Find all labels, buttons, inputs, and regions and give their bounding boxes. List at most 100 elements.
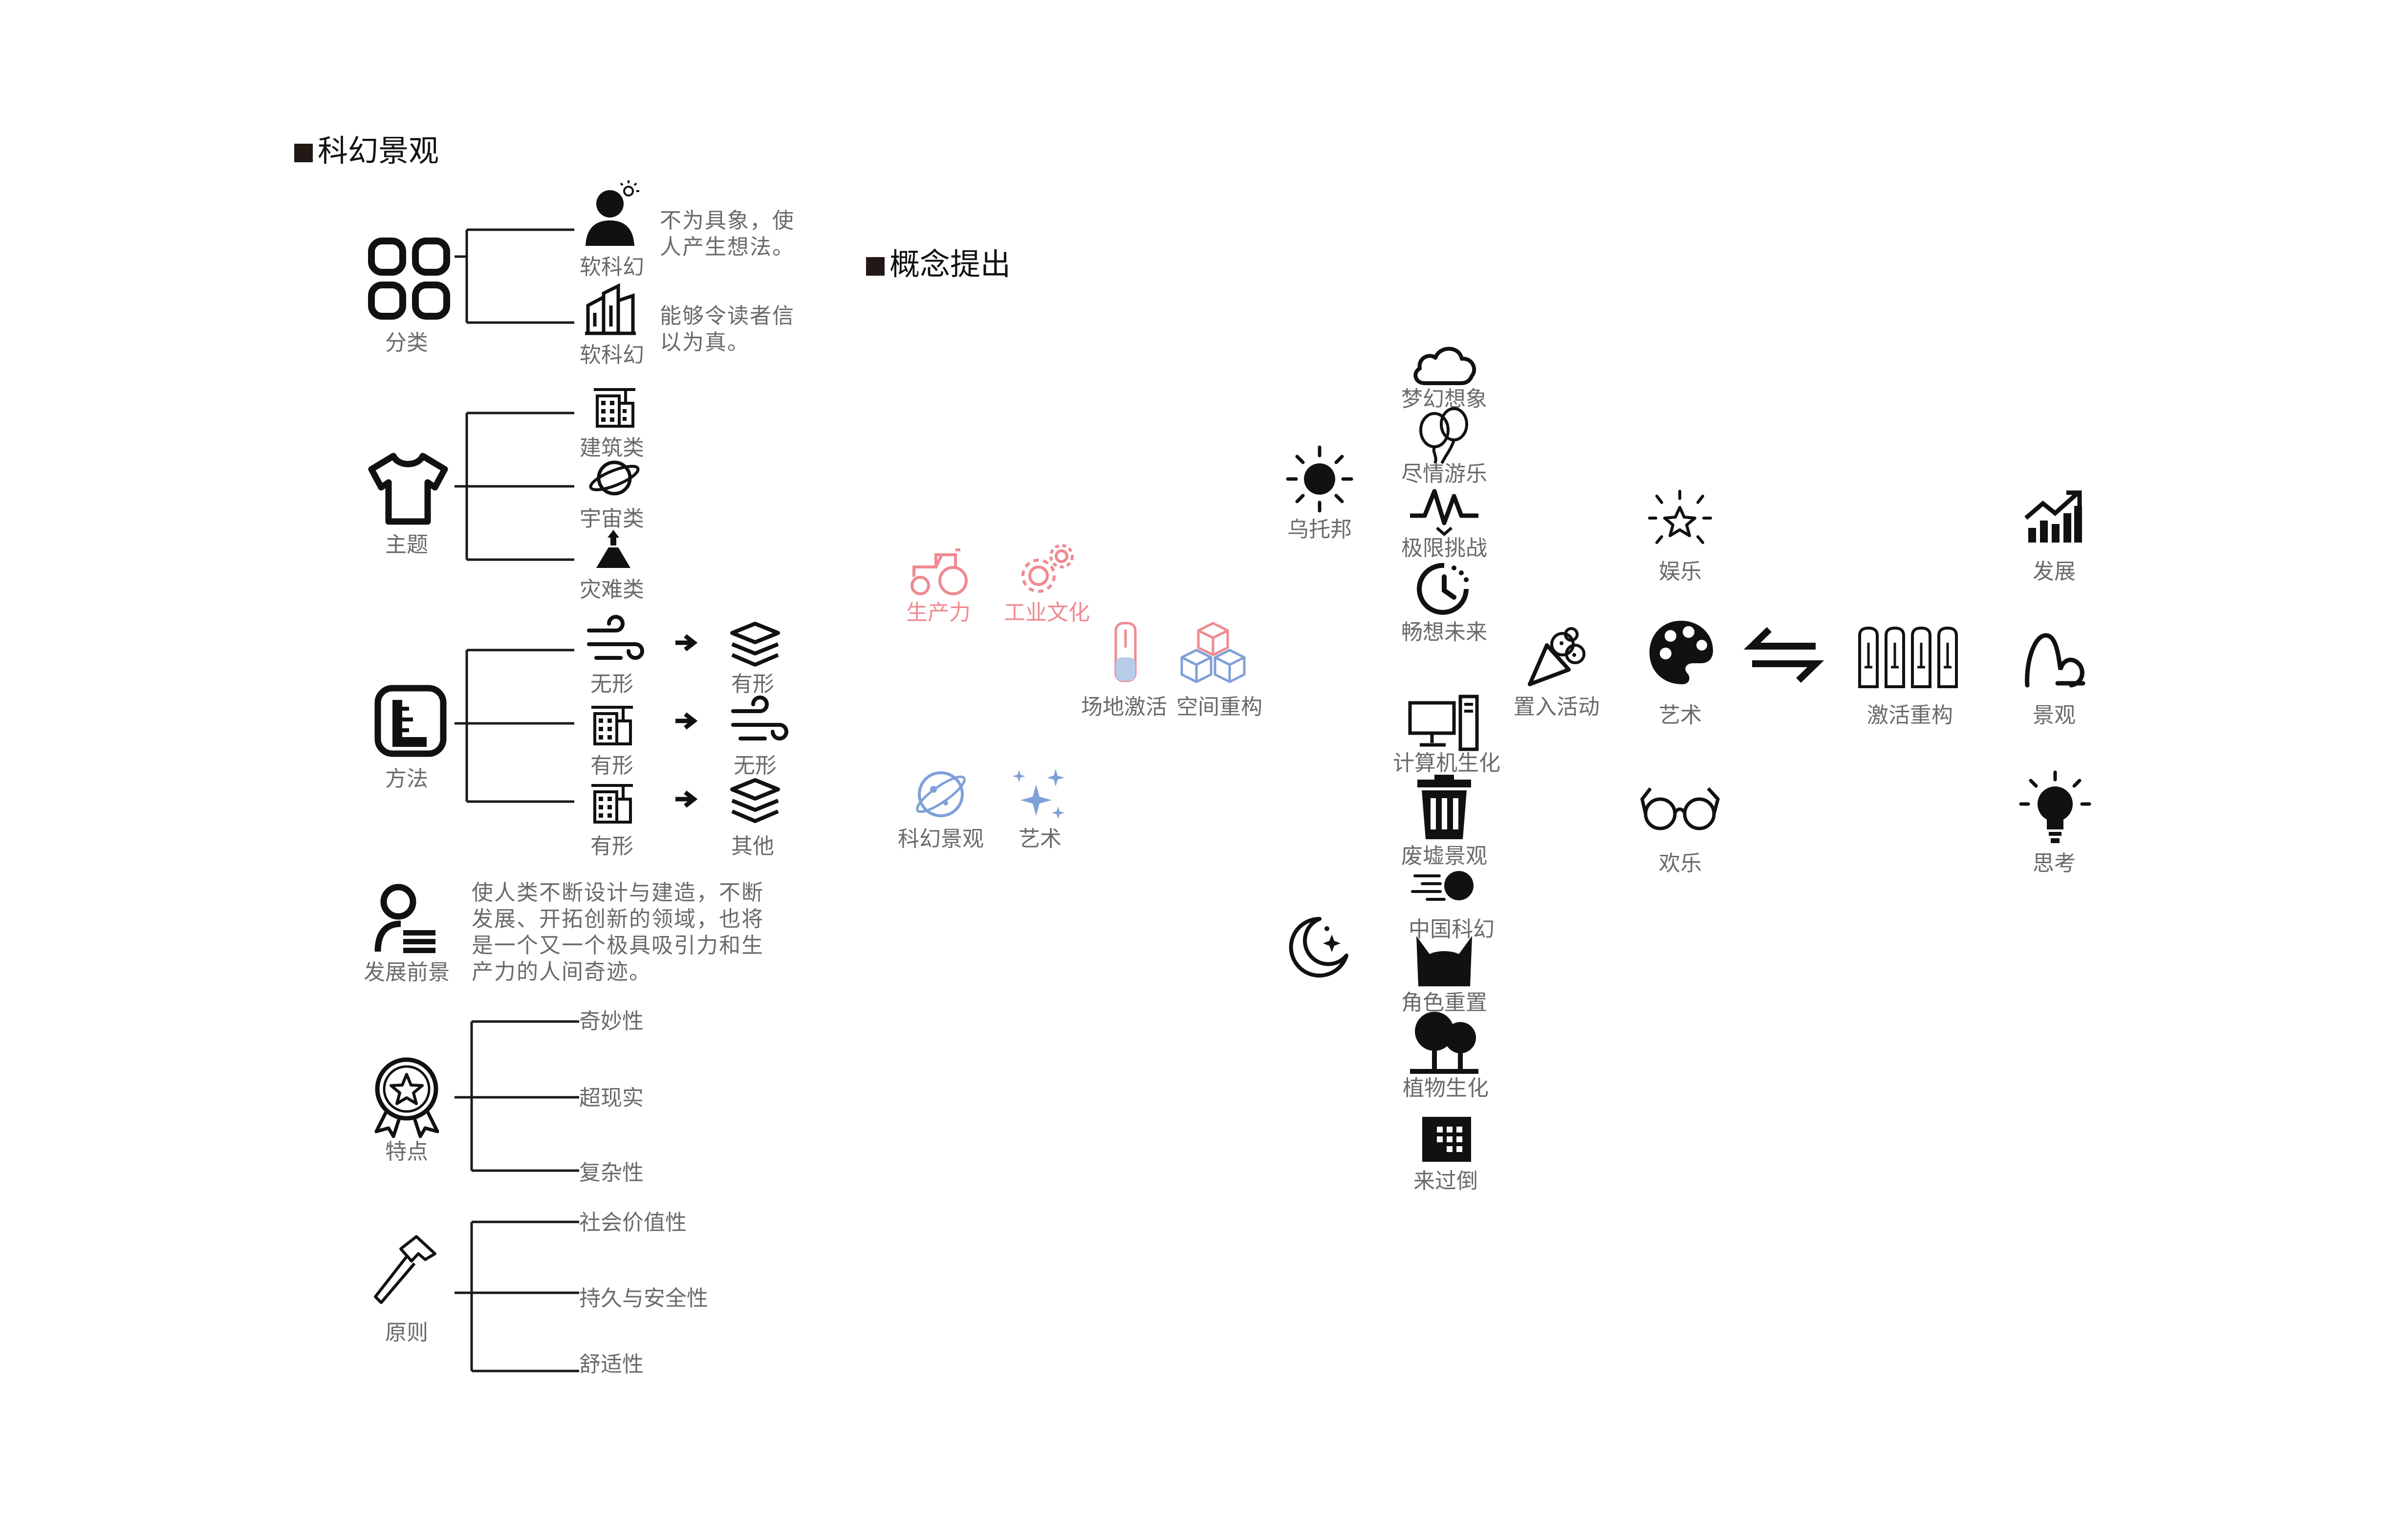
sparkles-icon bbox=[1013, 769, 1064, 819]
feature-item-1: 奇妙性 bbox=[579, 1009, 644, 1034]
space-rebuild-label: 空间重构 bbox=[1176, 695, 1262, 719]
gears-icon bbox=[1021, 544, 1074, 593]
moai-statues-icon bbox=[1858, 626, 1958, 688]
principle-item-1: 社会价值性 bbox=[579, 1210, 687, 1235]
tshirt-icon bbox=[368, 453, 448, 525]
building-crane-icon bbox=[594, 388, 635, 428]
class-item-label-2: 软科幻 bbox=[580, 343, 644, 368]
arrow-right-icon bbox=[675, 790, 698, 808]
palette-icon bbox=[1649, 621, 1713, 684]
thinking-label: 思考 bbox=[2033, 851, 2076, 876]
computer-icon bbox=[1408, 695, 1479, 751]
arrow-right-icon bbox=[675, 712, 698, 730]
grid-icon bbox=[368, 238, 450, 320]
layers-icon bbox=[730, 778, 780, 823]
method-to-1: 有形 bbox=[731, 672, 774, 696]
night-item-4: 角色重置 bbox=[1401, 990, 1487, 1015]
activation-rebuild-label: 激活重构 bbox=[1867, 703, 1953, 728]
buildings-icon bbox=[585, 283, 636, 335]
battery-icon bbox=[1114, 622, 1137, 682]
comet-icon bbox=[1411, 871, 1474, 901]
clock-future-icon bbox=[1417, 563, 1469, 615]
planet-icon bbox=[589, 460, 640, 496]
section-heading-concept: 概念提出 bbox=[866, 249, 1011, 280]
trash-icon bbox=[1417, 775, 1471, 839]
art-concept-label: 艺术 bbox=[1019, 827, 1062, 851]
night-item-1: 计算机生化 bbox=[1393, 751, 1500, 776]
ruler-icon bbox=[374, 685, 447, 757]
entertainment-label: 娱乐 bbox=[1659, 559, 1702, 584]
chart-up-icon bbox=[2024, 490, 2082, 543]
day-item-1: 梦幻想象 bbox=[1401, 387, 1487, 412]
principle-item-2: 持久与安全性 bbox=[579, 1286, 708, 1311]
method-to-2: 无形 bbox=[734, 753, 777, 778]
tractor-icon bbox=[911, 548, 968, 595]
art-right-label: 艺术 bbox=[1659, 703, 1702, 728]
arrow-right-icon bbox=[675, 634, 698, 652]
method-label: 方法 bbox=[385, 766, 428, 791]
user-list-icon bbox=[374, 884, 435, 953]
balloons-icon bbox=[1419, 407, 1468, 464]
class-item-desc-1: 不为具象，使人产生想法。 bbox=[660, 208, 795, 260]
night-item-6: 来过倒 bbox=[1413, 1169, 1478, 1194]
prospect-text: 使人类不断设计与建造，不断发展、开拓创新的领域，也将是一个又一个极具吸引力和生产… bbox=[472, 880, 764, 984]
industry-label: 工业文化 bbox=[1004, 600, 1090, 625]
sun-icon bbox=[1286, 445, 1353, 513]
theme-item-label-1: 建筑类 bbox=[580, 435, 644, 460]
theme-label: 主题 bbox=[385, 532, 428, 557]
night-item-2: 废墟景观 bbox=[1401, 844, 1487, 869]
building-crane-icon bbox=[591, 706, 633, 745]
features-label: 特点 bbox=[385, 1139, 428, 1164]
swap-arrows-icon bbox=[1743, 627, 1824, 683]
night-item-5: 植物生化 bbox=[1403, 1076, 1489, 1101]
person-idea-icon bbox=[586, 180, 639, 246]
theme-item-label-2: 宇宙类 bbox=[580, 506, 644, 531]
prospect-label: 发展前景 bbox=[364, 960, 450, 985]
star-badge-icon bbox=[374, 1057, 439, 1138]
method-to-3: 其他 bbox=[731, 834, 774, 859]
feature-item-3: 复杂性 bbox=[579, 1160, 644, 1185]
ice-cream-icon bbox=[1528, 627, 1585, 686]
site-activation-label: 场地激活 bbox=[1081, 695, 1167, 719]
glasses-icon bbox=[1640, 787, 1720, 830]
cubes-icon bbox=[1180, 622, 1246, 683]
building-grid-icon bbox=[1422, 1117, 1471, 1162]
landscape-right-label: 景观 bbox=[2033, 703, 2076, 728]
class-item-desc-2: 能够令读者信以为真。 bbox=[660, 304, 795, 355]
utopia-label: 乌托邦 bbox=[1287, 517, 1352, 542]
hammer-icon bbox=[374, 1235, 436, 1304]
section-heading-scifi: 科幻景观 bbox=[294, 136, 439, 166]
day-item-4: 畅想未来 bbox=[1401, 620, 1487, 645]
building-crane-icon bbox=[591, 784, 633, 824]
day-item-2: 尽情游乐 bbox=[1401, 461, 1487, 486]
fireworks-star-icon bbox=[1648, 490, 1712, 544]
helmet-icon bbox=[1416, 936, 1472, 986]
trees-icon bbox=[1410, 1012, 1478, 1074]
planet-icon bbox=[916, 771, 966, 817]
productivity-label: 生产力 bbox=[906, 600, 971, 625]
scifi-concept-label: 科幻景观 bbox=[898, 827, 984, 851]
lightbulb-icon bbox=[2019, 770, 2091, 843]
principles-label: 原则 bbox=[385, 1320, 428, 1345]
principle-item-3: 舒适性 bbox=[579, 1352, 644, 1377]
theme-item-label-3: 灾难类 bbox=[580, 577, 644, 602]
wind-icon bbox=[587, 615, 644, 660]
joy-label: 欢乐 bbox=[1659, 851, 1702, 876]
place-activity-label: 置入活动 bbox=[1514, 695, 1600, 719]
method-from-2: 有形 bbox=[590, 753, 633, 778]
development-label: 发展 bbox=[2033, 559, 2076, 584]
day-item-3: 极限挑战 bbox=[1401, 536, 1487, 561]
feature-item-2: 超现实 bbox=[579, 1086, 644, 1110]
layers-icon bbox=[730, 622, 780, 667]
class-item-label-1: 软科幻 bbox=[580, 255, 644, 280]
pulse-icon bbox=[1410, 489, 1478, 536]
wind-icon bbox=[731, 696, 788, 740]
method-from-1: 无形 bbox=[590, 672, 633, 696]
cloud-icon bbox=[1413, 347, 1476, 385]
night-item-3: 中国科幻 bbox=[1409, 917, 1495, 942]
classification-label: 分类 bbox=[385, 330, 428, 355]
moon-icon bbox=[1289, 916, 1348, 978]
method-from-3: 有形 bbox=[590, 834, 633, 859]
